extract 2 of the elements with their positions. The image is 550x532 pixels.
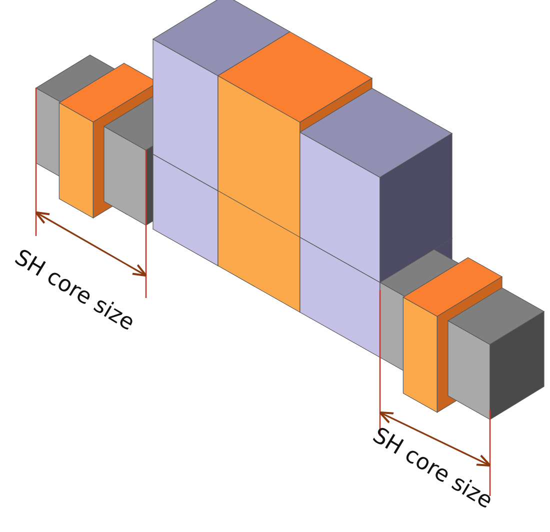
dimension-label: SH core size [10, 244, 138, 336]
dimension-label: SH core size [368, 422, 496, 514]
